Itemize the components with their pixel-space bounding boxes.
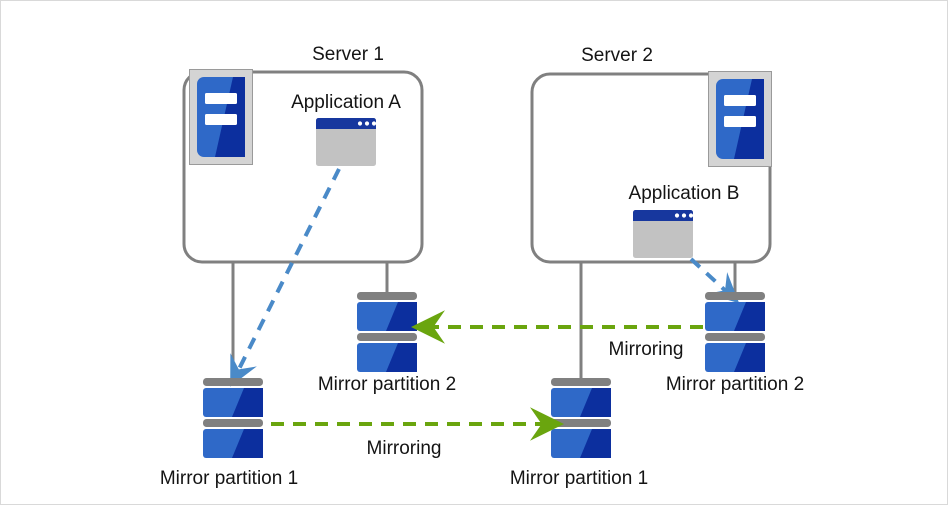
application-window-icon-b [633, 210, 693, 258]
mirroring-label-top: Mirroring [608, 339, 684, 360]
access-arrow-app-a-to-partition1 [230, 168, 341, 387]
disk-stack-icon-s2-partition1 [551, 378, 611, 458]
disk-label-s1-partition1: Mirror partition 1 [159, 468, 299, 489]
disk-label-s1-partition2: Mirror partition 2 [317, 374, 457, 395]
server-2-label: Server 2 [581, 45, 653, 66]
application-b-label: Application B [628, 183, 740, 204]
application-a-label: Application A [291, 92, 401, 113]
disk-stack-icon-s2-partition2 [705, 292, 765, 372]
disk-label-s2-partition1: Mirror partition 1 [509, 468, 649, 489]
server-1-label: Server 1 [312, 44, 384, 65]
access-arrow-app-b-to-partition2 [689, 257, 740, 304]
server-tower-icon-2 [708, 71, 772, 167]
server-tower-icon-1 [189, 69, 253, 165]
disk-label-s2-partition2: Mirror partition 2 [665, 374, 805, 395]
mirroring-label-bottom: Mirroring [366, 438, 442, 459]
disk-stack-icon-s1-partition1 [203, 378, 263, 458]
disk-stack-icon-s1-partition2 [357, 292, 417, 372]
application-window-icon-a [316, 118, 376, 166]
